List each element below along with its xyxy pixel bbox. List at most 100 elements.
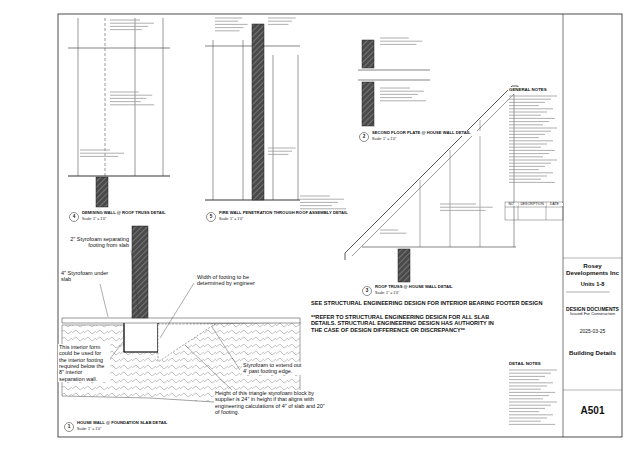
- fine-print-note: [110, 26, 148, 27]
- fine-print-note: [110, 95, 152, 96]
- fine-print-note: [509, 131, 551, 132]
- fine-print-note: [566, 292, 610, 293]
- fine-print-note: [509, 156, 543, 157]
- leader-line: [185, 345, 232, 390]
- fine-print-note: [509, 115, 541, 116]
- callout-note: 2" Styrofoam separating footing from sla…: [66, 236, 130, 249]
- title-block-text: Rosey Developments Inc: [566, 262, 619, 276]
- fine-print-note: [380, 38, 409, 39]
- fine-print-note: [509, 398, 543, 399]
- roof-truss-detail: [345, 86, 518, 282]
- fine-print-note: [380, 233, 406, 234]
- title-block-text: Building Details: [569, 349, 616, 356]
- roof-truss-detail: [345, 86, 518, 260]
- fine-print-note: [215, 27, 244, 28]
- fine-print-note: [268, 21, 292, 22]
- revision-table: [505, 202, 563, 220]
- fine-print-note: [110, 104, 154, 105]
- callout-note: This interior form could be used for the…: [58, 344, 110, 382]
- fire-wall-detail: [298, 55, 299, 200]
- leader-line: [100, 284, 108, 317]
- fine-print-note: [380, 91, 424, 92]
- roof-truss-detail: [398, 249, 410, 282]
- fine-print-note: [215, 24, 248, 25]
- floor-plate-detail: [362, 82, 374, 126]
- fine-print-note: [509, 408, 545, 409]
- fine-print-note: [509, 112, 547, 113]
- fire-wall-detail: [213, 40, 214, 200]
- roof-truss-detail: [480, 120, 481, 247]
- detail-scale: Scale: 1" = 1'0": [81, 217, 141, 221]
- fire-wall-detail: [243, 40, 244, 200]
- sheet-border: [58, 14, 622, 437]
- fine-print-note: [440, 210, 486, 211]
- detail-scale: Scale: 1" = 1'0": [76, 427, 136, 431]
- fine-print-note: [380, 230, 398, 231]
- fine-print-note: [509, 411, 539, 412]
- fine-print-note: [509, 402, 557, 403]
- fire-wall-detail: [273, 55, 274, 200]
- fine-print-note: [509, 395, 549, 396]
- fine-print-note: [509, 386, 547, 387]
- fine-print-note: [509, 376, 545, 377]
- demising-wall-detail: [135, 18, 136, 176]
- callout-note: Width of footing to be determined by eng…: [196, 274, 258, 287]
- fine-print-note: [268, 151, 292, 152]
- fine-print-note: [380, 94, 418, 95]
- revision-table: [505, 202, 563, 220]
- fine-print-note: [509, 182, 555, 183]
- callout-circle: [65, 423, 74, 432]
- general-note: SEE STRUCTURAL ENGINEERING DESIGN FOR IN…: [310, 300, 555, 306]
- demising-wall-detail: [78, 18, 79, 176]
- fine-print-note: [380, 100, 426, 101]
- demising-wall-detail: [163, 18, 164, 176]
- fine-print-note: [509, 99, 551, 100]
- fine-print-note: [509, 134, 545, 135]
- fine-print-note: [509, 370, 557, 371]
- title-block-text: A501: [581, 405, 605, 417]
- detail-scale: Scale: 1" = 1'0": [218, 217, 278, 221]
- callout-number: 5: [207, 214, 216, 219]
- slab-detail: [158, 324, 215, 362]
- sheet-number: A501: [564, 396, 621, 426]
- table-header: DESCRIPTION: [519, 203, 546, 207]
- fine-print-note: [380, 88, 410, 89]
- fine-print-note: [509, 389, 541, 390]
- fine-print-note: [300, 205, 332, 206]
- fine-print-note: [80, 150, 110, 151]
- general-note: **REFER TO STRUCTURAL ENGINEERING DESIGN…: [310, 314, 502, 333]
- fine-print-note: [509, 179, 541, 180]
- callout-number: 2: [360, 134, 369, 139]
- fine-print-note: [80, 156, 118, 157]
- fine-print-note: [300, 196, 330, 197]
- fine-print-note: [509, 176, 547, 177]
- fine-print-note: [509, 382, 553, 383]
- fine-print-note: [509, 147, 541, 148]
- table-header: NO.: [506, 203, 518, 207]
- fine-print-note: [509, 96, 557, 97]
- title-block-text: Units 1-8: [581, 281, 605, 287]
- notes-heading: DETAIL NOTES: [508, 361, 560, 366]
- table-header: DATE: [547, 203, 563, 207]
- fine-print-note: [509, 102, 545, 103]
- leader-line: [100, 250, 240, 390]
- sheet-border: [563, 390, 622, 391]
- fine-print-note: [110, 98, 146, 99]
- fine-print-note: [215, 30, 239, 31]
- sheet-border: [563, 14, 564, 437]
- demising-wall-detail: [68, 175, 170, 176]
- sheet-title: Building Details: [564, 344, 621, 362]
- fine-print-note: [509, 108, 553, 109]
- fine-print-note: [509, 424, 555, 425]
- fine-print-note: [300, 208, 346, 209]
- fine-print-note: [509, 163, 551, 164]
- demising-wall-detail: [105, 18, 106, 176]
- roof-truss-detail: [352, 94, 514, 256]
- detail-scale: Scale: 1" = 1'0": [374, 291, 434, 295]
- slab-detail: [62, 318, 300, 323]
- fine-print-note: [509, 373, 551, 374]
- fine-print-note: [509, 172, 553, 173]
- fine-print-note: [509, 160, 557, 161]
